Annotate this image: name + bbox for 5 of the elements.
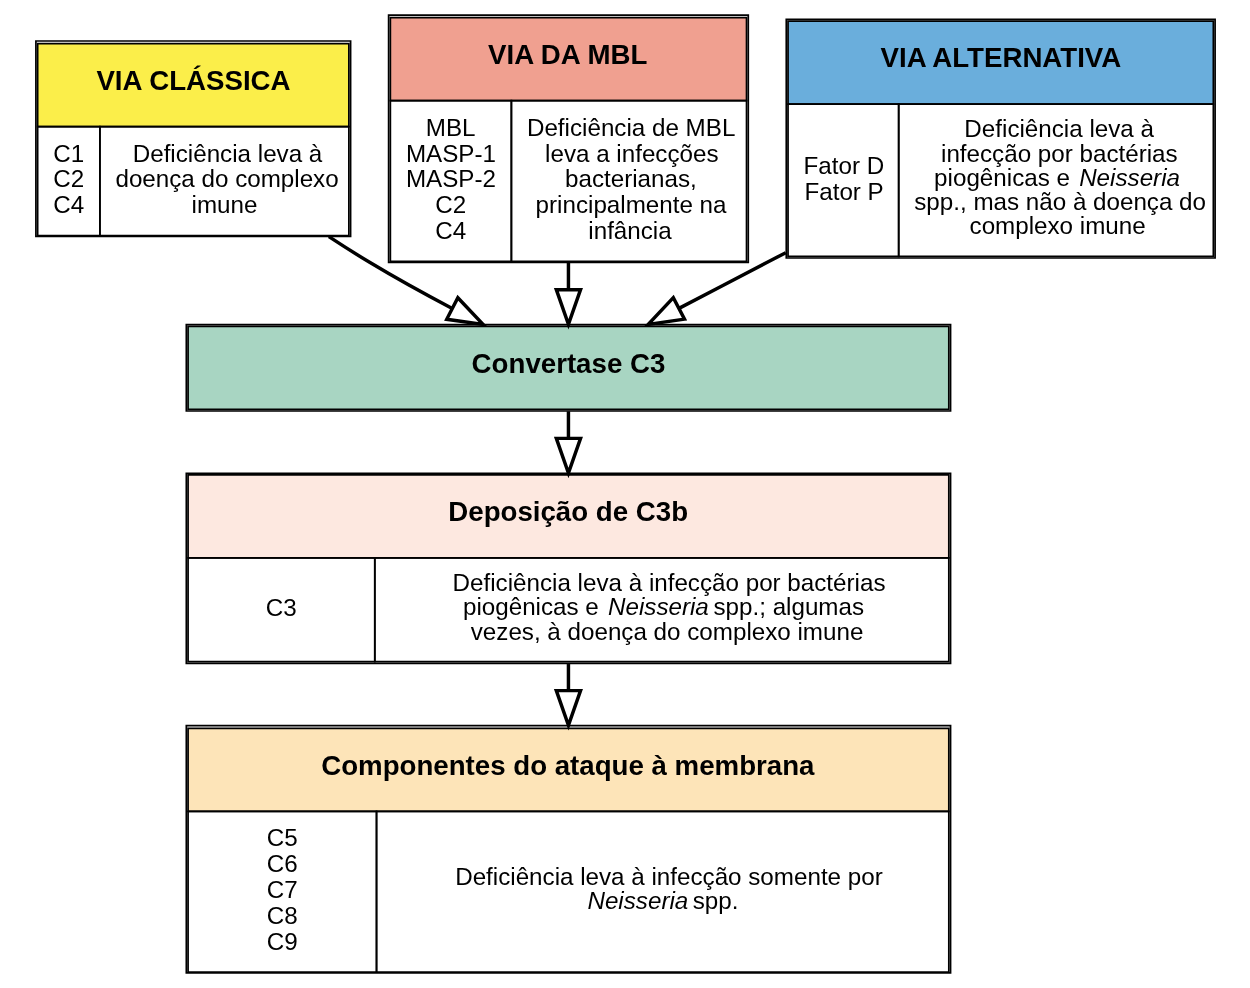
arrow — [553, 664, 583, 731]
arrow — [643, 251, 787, 327]
arrow — [553, 411, 583, 479]
arrow — [327, 235, 488, 327]
arrow — [553, 262, 583, 330]
